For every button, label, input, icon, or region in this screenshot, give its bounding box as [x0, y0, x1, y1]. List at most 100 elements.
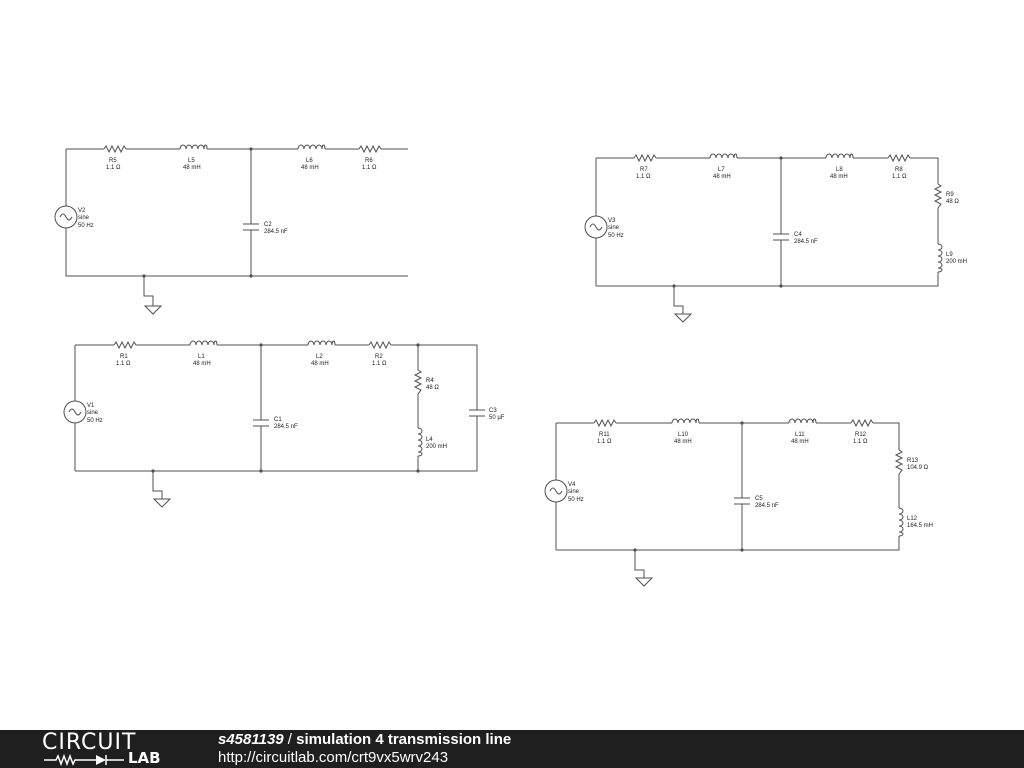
label-r7-value: 1.1 Ω: [636, 174, 651, 180]
label-v1-name: V1: [87, 403, 95, 409]
label-r12-name: R12: [855, 432, 867, 438]
ground-icon: [143, 305, 163, 315]
junction-node: [259, 343, 263, 347]
label-c1-name: C1: [274, 417, 282, 423]
label-l4-name: L4: [426, 437, 433, 443]
resistor-r1: [113, 340, 137, 350]
capacitor-c1: [253, 419, 269, 427]
logo-wordmark-bottom: LAB: [128, 749, 161, 767]
label-l9-name: L9: [946, 252, 953, 258]
resistor-r8: [887, 153, 911, 163]
circuitlab-logo[interactable]: CIRCUIT LAB: [42, 732, 182, 766]
label-r2-name: R2: [375, 354, 383, 360]
resistor-r7: [633, 153, 657, 163]
resistor-r2: [368, 340, 392, 350]
label-l5-value: 48 mH: [183, 165, 201, 171]
capacitor-c5: [734, 497, 750, 505]
label-c4-value: 284.5 nF: [794, 239, 818, 245]
label-l12-value: 164.5 mH: [907, 523, 933, 529]
junction-node: [633, 548, 637, 552]
label-l6-value: 48 mH: [301, 165, 319, 171]
resistor-r4: [413, 369, 423, 395]
resistor-r5: [103, 144, 127, 154]
label-r8-value: 1.1 Ω: [892, 174, 907, 180]
project-owner-link[interactable]: s4581139: [218, 731, 284, 748]
label-l7-value: 48 mH: [713, 174, 731, 180]
label-r1-value: 1.1 Ω: [116, 361, 131, 367]
label-r11-value: 1.1 Ω: [597, 439, 612, 445]
junction-node: [740, 548, 744, 552]
capacitor-c2: [243, 223, 259, 231]
label-r5-name: R5: [109, 158, 117, 164]
sine-icon: [549, 487, 563, 495]
label-l1-name: L1: [198, 354, 205, 360]
junction-node: [249, 147, 253, 151]
label-l10-value: 48 mH: [674, 439, 692, 445]
label-r9-name: R9: [946, 192, 954, 198]
capacitor-c3: [469, 409, 485, 417]
label-c2-name: C2: [264, 222, 272, 228]
label-r11-name: R11: [599, 432, 610, 438]
label-c2-value: 284.5 nF: [264, 229, 288, 235]
label-c4-name: C4: [794, 232, 802, 238]
label-r2-value: 1.1 Ω: [372, 361, 387, 367]
label-v1-freq: 50 Hz: [87, 418, 103, 424]
label-c5-name: C5: [755, 496, 763, 502]
label-v3-freq: 50 Hz: [608, 233, 624, 239]
label-r13-name: R13: [907, 458, 919, 464]
junction-node: [416, 343, 420, 347]
circuit-3: R1 1.1 Ω L1 48 mH L2 48 mH R2 1.1 Ω R4 4…: [63, 340, 505, 508]
sine-icon: [589, 223, 603, 231]
label-v1-type: sine: [87, 410, 99, 416]
junction-node: [249, 274, 253, 278]
label-r9-value: 48 Ω: [946, 199, 959, 205]
sine-icon: [68, 408, 82, 416]
label-v4-type: sine: [568, 489, 580, 495]
sine-icon: [59, 213, 73, 221]
resistor-r12: [850, 418, 874, 428]
label-l1-value: 48 mH: [193, 361, 211, 367]
label-r6-name: R6: [365, 158, 373, 164]
label-l9-value: 200 mH: [946, 259, 967, 265]
label-r4-value: 48 Ω: [426, 385, 439, 391]
inductor-l8: [825, 153, 854, 159]
label-c5-value: 284.5 nF: [755, 503, 779, 509]
label-l8-name: L8: [836, 167, 843, 173]
inductor-l4: [417, 427, 423, 457]
inductor-l9: [937, 243, 943, 273]
circuit-1: R5 1.1 Ω L5 48 mH L6 48 mH R6 1.1 Ω C2 2…: [54, 144, 408, 315]
logo-wordmark-top: CIRCUIT: [42, 730, 137, 755]
logo-resistor-diode-icon: [44, 754, 124, 766]
resistor-r9: [933, 183, 943, 209]
junction-node: [779, 284, 783, 288]
source-v4: [544, 479, 568, 503]
junction-node: [151, 469, 155, 473]
capacitor-c4: [773, 233, 789, 241]
label-v4-freq: 50 Hz: [568, 497, 584, 503]
project-url-link[interactable]: http://circuitlab.com/crt9vx5wrv243: [218, 749, 449, 766]
label-c3-value: 50 µF: [489, 415, 505, 421]
label-c3-name: C3: [489, 408, 497, 414]
resistor-r13: [894, 449, 904, 475]
junction-node: [740, 421, 744, 425]
source-v1: [63, 400, 87, 424]
label-l2-name: L2: [316, 354, 323, 360]
label-v3-type: sine: [608, 225, 620, 231]
junction-node: [416, 469, 420, 473]
label-l4-value: 200 mH: [426, 444, 447, 450]
circuit-4: R11 1.1 Ω L10 48 mH L11 48 mH R12 1.1 Ω …: [544, 418, 933, 587]
footer-bar: CIRCUIT LAB s4581139 / simulation 4 tran…: [0, 730, 1024, 768]
junction-node: [672, 284, 676, 288]
resistor-r6: [358, 144, 382, 154]
ground-icon: [152, 498, 172, 508]
label-l11-value: 48 mH: [791, 439, 809, 445]
label-r12-value: 1.1 Ω: [853, 439, 868, 445]
junction-node: [259, 469, 263, 473]
inductor-l10: [671, 418, 700, 424]
label-v2-freq: 50 Hz: [78, 223, 94, 229]
resistor-r11: [593, 418, 617, 428]
source-v3: [584, 215, 608, 239]
label-r13-value: 104.9 Ω: [907, 465, 929, 471]
label-r1-name: R1: [120, 354, 128, 360]
label-l11-name: L11: [795, 432, 805, 438]
